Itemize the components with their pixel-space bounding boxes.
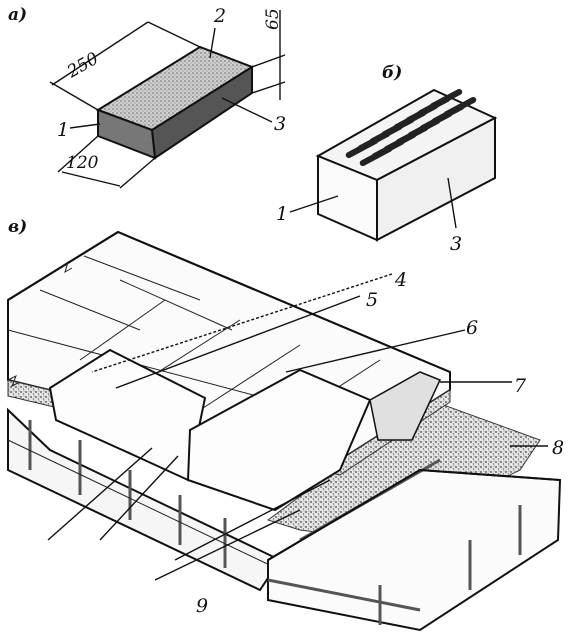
lower-course-joints bbox=[28, 420, 227, 568]
dimension-height: 65 bbox=[263, 8, 283, 30]
label-v-5: 5 bbox=[366, 289, 378, 311]
dimension-width: 120 bbox=[66, 153, 99, 173]
section-a-label: а) bbox=[8, 5, 27, 25]
label-b-1: 1 bbox=[276, 203, 288, 225]
section-b-brick: б) 1 3 bbox=[276, 63, 498, 255]
label-v-4: 4 bbox=[394, 269, 407, 291]
section-b-label: б) bbox=[382, 63, 402, 83]
brick-b-long-face bbox=[376, 116, 496, 242]
label-v-8: 8 bbox=[552, 437, 564, 459]
label-a-3: 3 bbox=[274, 113, 286, 135]
label-a-1: 1 bbox=[57, 119, 69, 141]
label-a-2: 2 bbox=[213, 5, 226, 27]
front-brick-2 bbox=[186, 368, 372, 512]
label-v-9: 9 bbox=[196, 595, 208, 617]
dimension-length: 250 bbox=[63, 49, 102, 83]
section-v-label: в) bbox=[8, 217, 27, 237]
vertical-joint-insert bbox=[369, 371, 442, 441]
label-b-3: 3 bbox=[450, 233, 462, 255]
label-v-7: 7 bbox=[514, 375, 527, 397]
brick-b-perforations bbox=[345, 88, 477, 167]
section-a-brick: а) 250 120 65 1 2 3 bbox=[8, 5, 286, 189]
section-v-masonry: в) bbox=[7, 217, 564, 632]
label-v-6: 6 bbox=[466, 317, 478, 339]
